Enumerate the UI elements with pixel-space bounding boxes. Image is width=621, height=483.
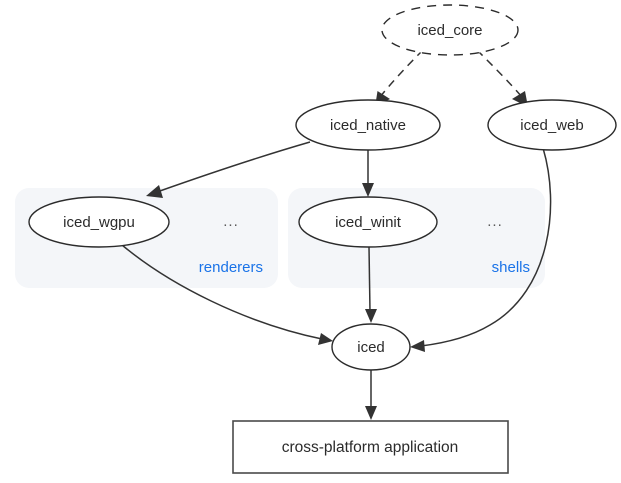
node-iced-wgpu-shape[interactable] <box>28 196 170 248</box>
edge-iced-winit-to-iced <box>365 246 377 323</box>
node-iced-wgpu[interactable]: iced_wgpu <box>28 196 170 248</box>
node-iced-native-label: iced_native <box>330 117 406 134</box>
node-iced-wgpu-label: iced_wgpu <box>63 214 135 231</box>
node-iced-web[interactable]: iced_web <box>487 99 617 151</box>
node-iced-winit-shape[interactable] <box>298 196 438 248</box>
node-iced-native-shape[interactable] <box>295 99 441 151</box>
node-iced-web-label: iced_web <box>520 117 583 134</box>
cluster-shells-ellipsis: ... <box>487 213 503 230</box>
cluster-label-shells: shells <box>492 259 530 276</box>
node-iced-label: iced <box>357 339 385 356</box>
node-iced-core-shape[interactable] <box>381 4 519 56</box>
cluster-label-renderers: renderers <box>199 259 263 276</box>
edge-iced-to-application <box>365 370 377 420</box>
cluster-renderers-ellipsis: ... <box>223 213 239 230</box>
edge-iced-native-to-iced-winit <box>362 150 374 197</box>
node-iced-core[interactable]: iced_core <box>381 4 519 56</box>
edge-iced-native-to-iced-wgpu <box>146 141 311 198</box>
node-iced-web-shape[interactable] <box>487 99 617 151</box>
edge-iced-core-to-iced-native <box>375 49 424 107</box>
node-iced-winit[interactable]: iced_winit <box>298 196 438 248</box>
edge-iced-web-to-iced <box>410 147 552 352</box>
node-iced-core-label: iced_core <box>417 22 482 39</box>
edge-iced-core-to-iced-web <box>476 49 528 107</box>
edge-iced-wgpu-to-iced <box>121 244 333 345</box>
node-iced-native[interactable]: iced_native <box>295 99 441 151</box>
node-cross-platform-application[interactable]: cross-platform application <box>232 420 509 474</box>
node-application-shape[interactable] <box>232 420 509 474</box>
node-application-label: cross-platform application <box>282 439 459 456</box>
node-iced-winit-label: iced_winit <box>335 214 402 231</box>
node-iced[interactable]: iced <box>331 323 411 371</box>
node-iced-shape[interactable] <box>331 323 411 371</box>
